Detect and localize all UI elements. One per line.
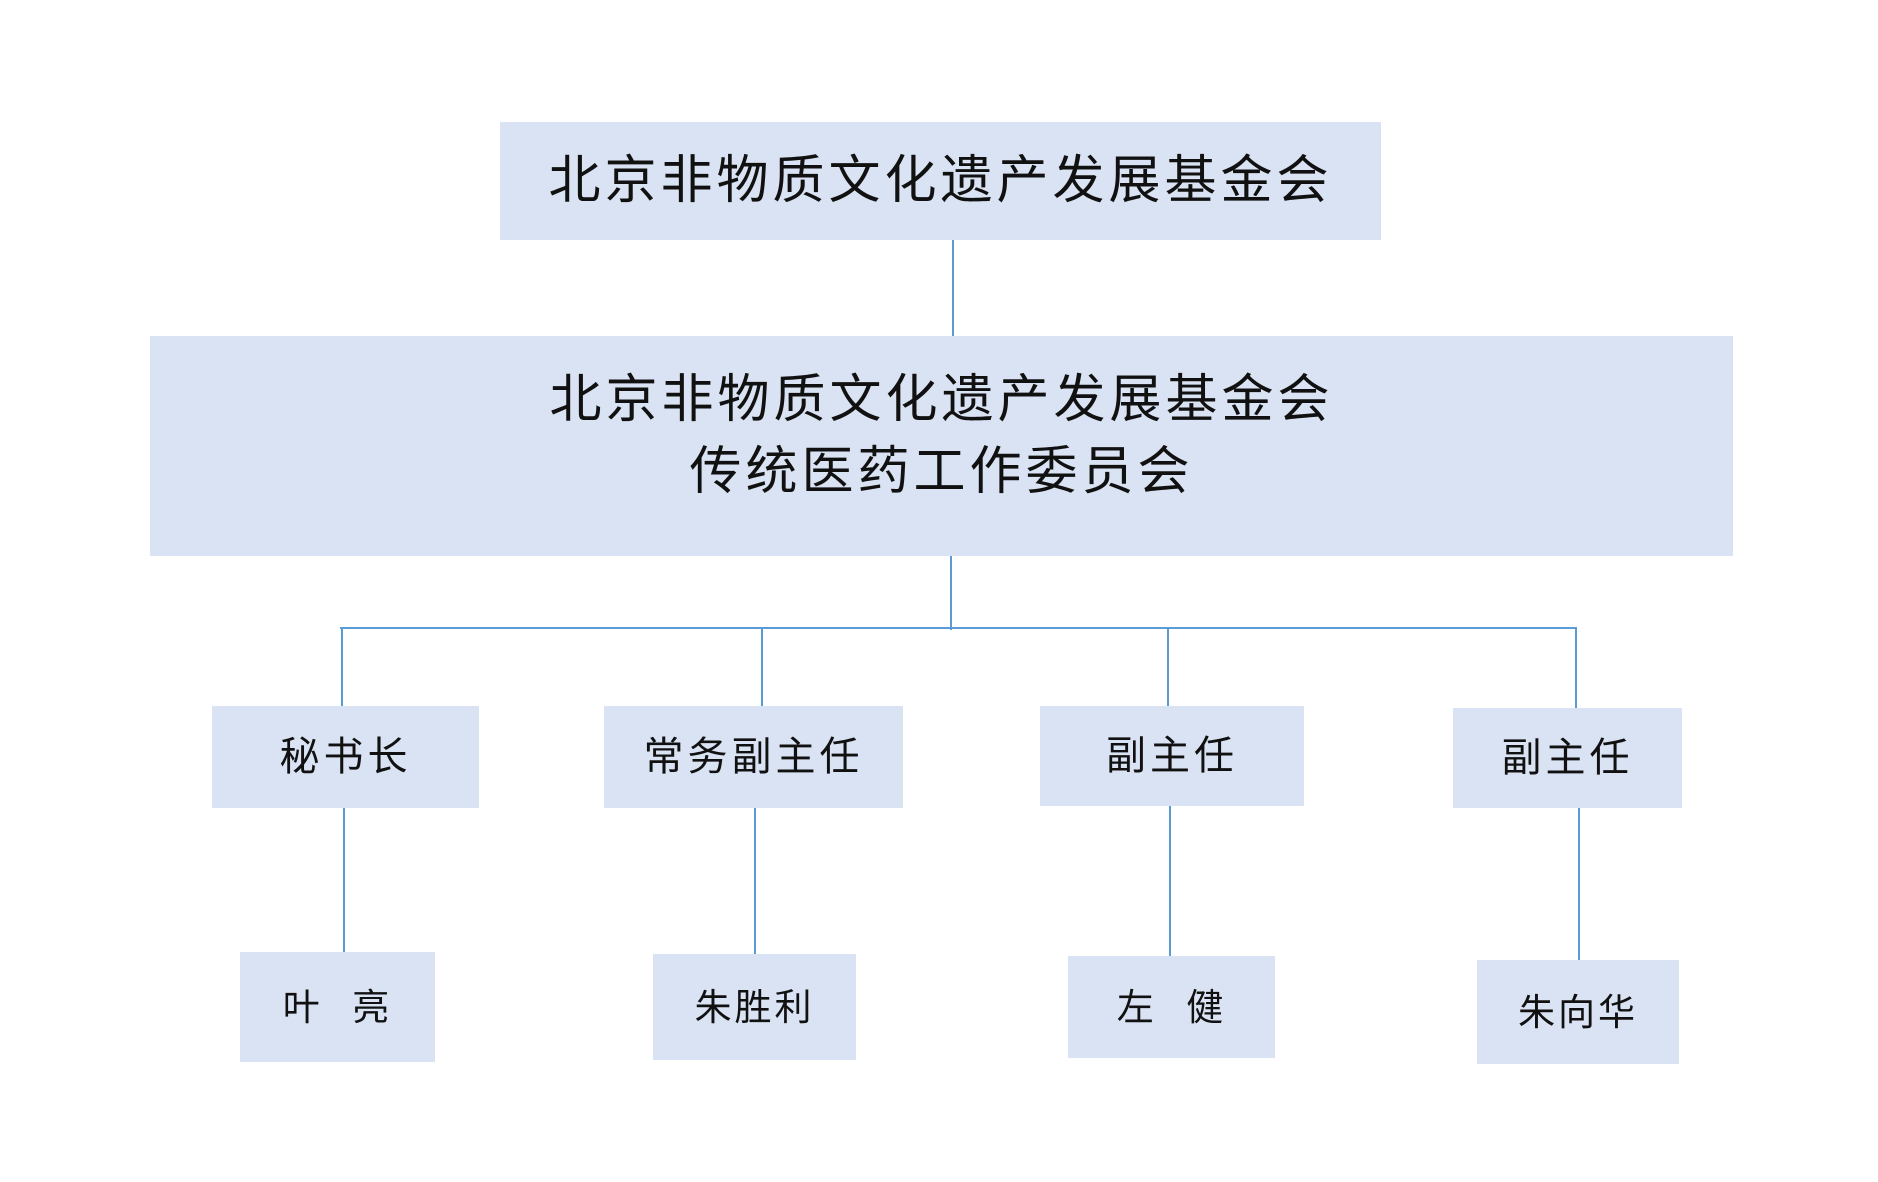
role-node-1: 秘书长 <box>212 706 479 808</box>
connector-bus-to-role-3 <box>1167 628 1169 706</box>
name-node-2: 朱胜利 <box>653 954 856 1060</box>
role-node-3: 副主任 <box>1040 706 1304 806</box>
root-node-label: 北京非物质文化遗产发展基金会 <box>548 151 1333 211</box>
committee-node-line2: 传统医药工作委员会 <box>689 442 1194 502</box>
name-node-1: 叶 亮 <box>240 952 435 1062</box>
connector-bus-to-role-4 <box>1575 628 1577 708</box>
root-node: 北京非物质文化遗产发展基金会 <box>500 122 1381 240</box>
person-name: 朱向华 <box>1518 990 1638 1034</box>
connector-role-to-name-4 <box>1578 808 1580 960</box>
connector-role-to-name-1 <box>343 808 345 952</box>
committee-node: 北京非物质文化遗产发展基金会 传统医药工作委员会 <box>150 336 1733 556</box>
role-label: 副主任 <box>1501 735 1634 781</box>
role-node-2: 常务副主任 <box>604 706 903 808</box>
connector-bus-to-role-2 <box>761 628 763 706</box>
person-name: 朱胜利 <box>694 985 815 1029</box>
committee-node-line1: 北京非物质文化遗产发展基金会 <box>549 370 1334 430</box>
name-node-4: 朱向华 <box>1477 960 1679 1064</box>
connector-role-to-name-2 <box>754 808 756 954</box>
connector-horizontal-bus <box>340 627 1577 629</box>
person-name: 叶 亮 <box>282 985 393 1029</box>
connector-committee-to-bus <box>950 556 952 630</box>
connector-root-to-committee <box>952 240 954 336</box>
name-node-3: 左 健 <box>1068 956 1275 1058</box>
role-node-4: 副主任 <box>1453 708 1682 808</box>
connector-bus-to-role-1 <box>341 628 343 706</box>
role-label: 秘书长 <box>279 734 412 780</box>
connector-role-to-name-3 <box>1169 806 1171 956</box>
role-label: 常务副主任 <box>643 734 864 780</box>
person-name: 左 健 <box>1116 985 1227 1029</box>
role-label: 副主任 <box>1106 733 1238 779</box>
